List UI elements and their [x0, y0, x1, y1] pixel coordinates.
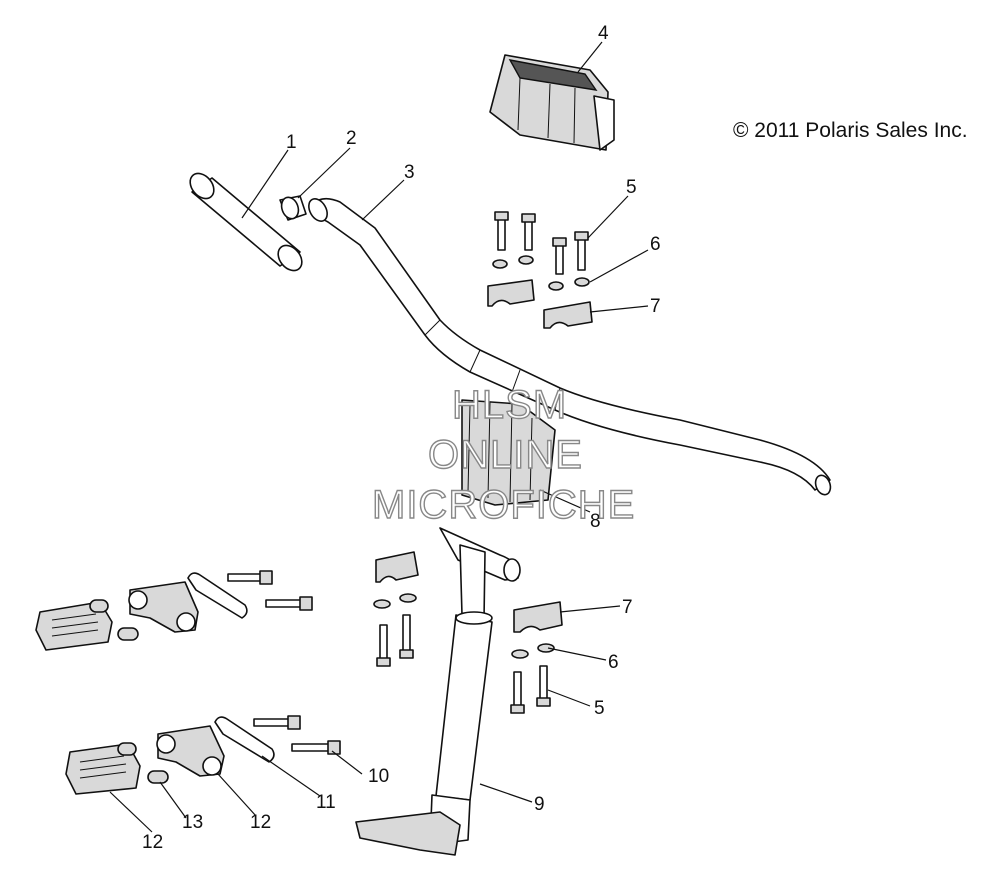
- callout-4: 4: [598, 23, 609, 44]
- callout-7-upper: 7: [650, 296, 661, 317]
- upper-bracket-assembly: [35, 570, 313, 651]
- callout-2: 2: [346, 128, 357, 149]
- callout-1: 1: [286, 132, 297, 153]
- part-8-riser: [461, 399, 556, 506]
- copyright-text: © 2011 Polaris Sales Inc.: [733, 119, 968, 142]
- callout-6-upper: 6: [650, 234, 661, 255]
- callout-13: 13: [182, 812, 203, 833]
- part-2-bushing: [279, 195, 307, 221]
- callout-9: 9: [534, 794, 545, 815]
- leader-lines: [109, 41, 649, 833]
- part-3-handlebar: [308, 197, 832, 496]
- callout-10: 10: [368, 766, 389, 787]
- callout-7-lower: 7: [622, 597, 633, 618]
- watermark-line-2: ONLINE: [428, 433, 583, 477]
- upper-clamp-group: [487, 211, 593, 329]
- callout-12-right: 12: [250, 812, 271, 833]
- callout-5-lower: 5: [594, 698, 605, 719]
- callout-5-upper: 5: [626, 177, 637, 198]
- watermark-line-3: MICROFICHE: [372, 483, 635, 527]
- callout-6-lower: 6: [608, 652, 619, 673]
- lower-clamp-group: [373, 551, 563, 714]
- callout-3: 3: [404, 162, 415, 183]
- lower-bracket-assembly: [65, 715, 341, 795]
- callout-8: 8: [590, 511, 601, 532]
- callout-12-left: 12: [142, 832, 163, 853]
- part-9-steering-post: [355, 527, 521, 856]
- watermark-line-1: HLSM: [452, 383, 567, 427]
- watermark: HLSM ONLINE MICROFICHE: [371, 382, 635, 527]
- part-4-handlebar-pad: [489, 54, 615, 151]
- callouts: 1 2 3 4 5 6 7 8 7 6 5 9 10 11 12 12 13: [142, 23, 661, 853]
- callout-11: 11: [316, 792, 336, 813]
- part-1-grip: [189, 172, 303, 272]
